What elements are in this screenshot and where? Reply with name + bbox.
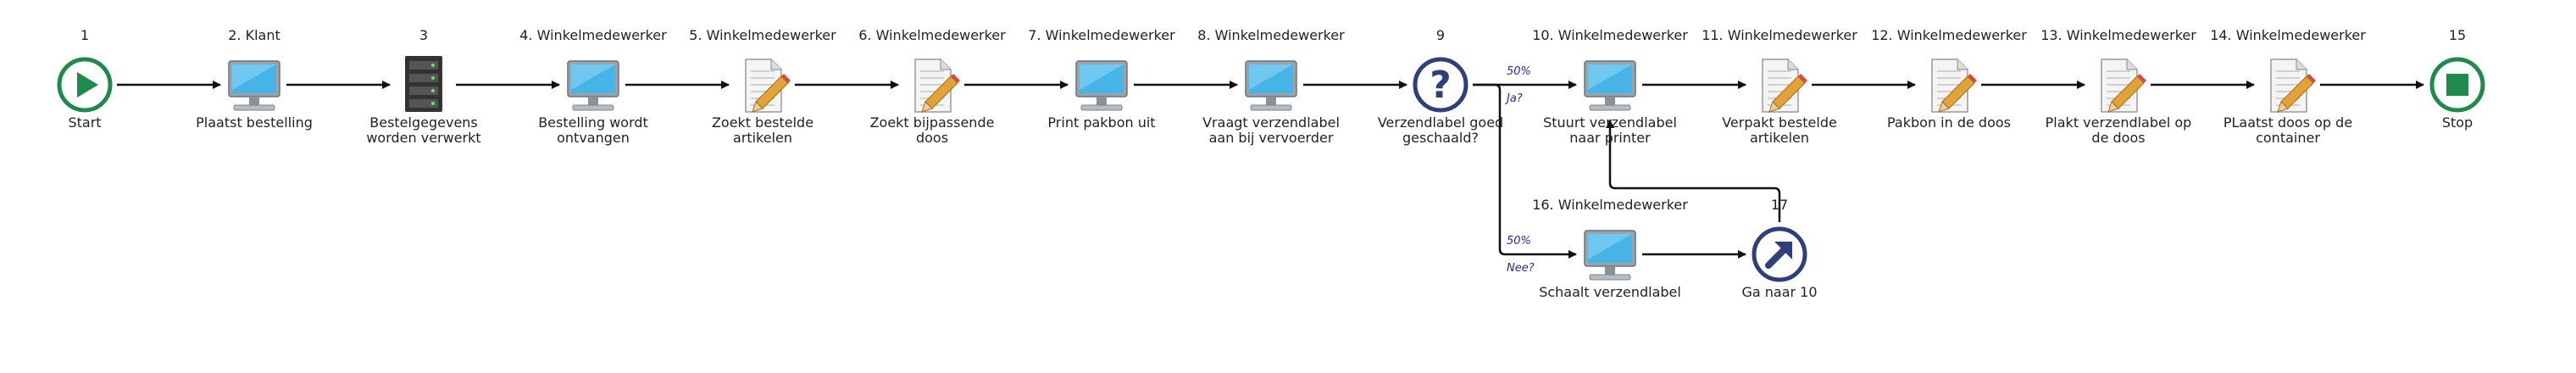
computer-icon — [1075, 60, 1128, 111]
node-header: 1 — [80, 27, 89, 43]
edge-n17-n10 — [1606, 120, 1781, 222]
node-label: Ga naar 10 — [1741, 284, 1817, 300]
node-header: 9 — [1436, 27, 1445, 43]
node-header: 16. Winkelmedewerker — [1532, 197, 1688, 213]
node-header: 2. Klant — [228, 27, 280, 43]
edges-layer: 50% Ja? 50% Nee? — [117, 65, 2424, 275]
computer-icon — [1584, 60, 1636, 111]
node-label: aan bij vervoerder — [1209, 130, 1334, 146]
node-n17[interactable]: 17 Ga naar 10 — [1741, 197, 1817, 300]
stop-icon — [2429, 57, 2485, 113]
node-label: de doos — [2091, 130, 2145, 146]
node-label: geschaald? — [1402, 130, 1479, 146]
node-header: 11. Winkelmedewerker — [1702, 27, 1857, 43]
node-header: 5. Winkelmedewerker — [689, 27, 836, 43]
node-label: Stop — [2442, 114, 2473, 131]
node-label: container — [2256, 130, 2320, 146]
node-label: Print pakbon uit — [1047, 114, 1155, 131]
edge-n9-n16: 50% Nee? — [1473, 83, 1577, 275]
node-label: Bestelgegevens — [369, 114, 478, 131]
node-label: Pakbon in de doos — [1887, 114, 2011, 131]
node-label: naar printer — [1569, 130, 1651, 146]
document-pencil-icon — [1931, 58, 1977, 113]
svg-text:?: ? — [1430, 64, 1452, 107]
document-pencil-icon — [914, 58, 960, 113]
question-icon: ? — [1413, 57, 1468, 113]
document-pencil-icon — [2270, 58, 2316, 113]
node-label: Bestelling wordt — [538, 114, 648, 131]
goto-arrow-icon — [1752, 226, 1807, 282]
node-label: artikelen — [1750, 130, 1809, 146]
node-header: 15 — [2449, 27, 2466, 43]
server-icon — [405, 56, 442, 112]
document-pencil-icon — [2101, 58, 2146, 113]
node-label: Plakt verzendlabel op — [2046, 114, 2192, 131]
computer-icon — [1584, 230, 1636, 281]
node-label: artikelen — [733, 130, 792, 146]
edge-n9-n10: 50% Ja? — [1473, 65, 1577, 105]
node-label: worden verwerkt — [366, 130, 480, 146]
node-label: Verpakt bestelde — [1722, 114, 1837, 131]
node-header: 6. Winkelmedewerker — [858, 27, 1006, 43]
edge-condition: Ja? — [1504, 92, 1523, 105]
computer-icon — [567, 60, 619, 111]
document-pencil-icon — [745, 58, 791, 113]
node-label: Stuurt verzendlabel — [1543, 114, 1677, 131]
node-label: Zoekt bestelde — [712, 114, 813, 131]
node-label: Verzendlabel goed — [1378, 114, 1503, 131]
node-label: doos — [916, 130, 948, 146]
node-header: 8. Winkelmedewerker — [1197, 27, 1345, 43]
node-header: 7. Winkelmedewerker — [1028, 27, 1175, 43]
edge-probability: 50% — [1507, 65, 1531, 78]
play-icon — [57, 57, 113, 113]
edge-probability: 50% — [1507, 235, 1531, 248]
edge-condition: Nee? — [1507, 262, 1535, 275]
node-header: 10. Winkelmedewerker — [1532, 27, 1688, 43]
node-label: ontvangen — [557, 130, 630, 146]
node-label: Schaalt verzendlabel — [1539, 284, 1681, 300]
document-pencil-icon — [1762, 58, 1807, 113]
node-header: 14. Winkelmedewerker — [2210, 27, 2366, 43]
node-label: Plaatst bestelling — [196, 114, 313, 131]
node-header: 13. Winkelmedewerker — [2040, 27, 2196, 43]
computer-icon — [228, 60, 280, 111]
node-label: PLaatst doos op de — [2223, 114, 2352, 131]
node-header: 17 — [1771, 197, 1788, 213]
node-label: Zoekt bijpassende — [870, 114, 995, 131]
node-header: 3 — [419, 27, 428, 43]
node-header: 4. Winkelmedewerker — [519, 27, 667, 43]
node-header: 12. Winkelmedewerker — [1871, 27, 2027, 43]
computer-icon — [1245, 60, 1297, 111]
node-label: Start — [68, 114, 101, 131]
node-label: Vraagt verzendlabel — [1202, 114, 1340, 131]
